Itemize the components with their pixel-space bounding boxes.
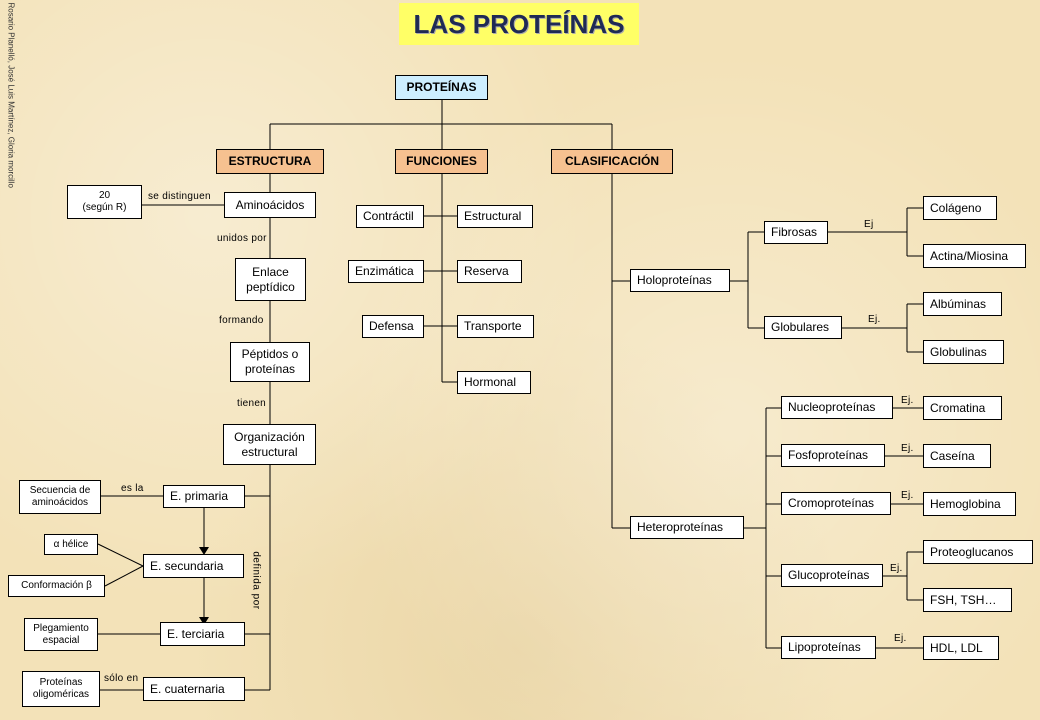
node-e-terciaria: E. terciaria xyxy=(160,622,245,646)
node-lipoproteinas: Lipoproteínas xyxy=(781,636,876,659)
node-enlace-peptidico: Enlace peptídico xyxy=(235,258,306,301)
label-es-la: es la xyxy=(121,483,144,494)
node-peptidos: Péptidos o proteínas xyxy=(230,342,310,382)
node-defensa: Defensa xyxy=(362,315,424,338)
node-hdl-ldl: HDL, LDL xyxy=(923,636,999,660)
node-secuencia: Secuencia de aminoácidos xyxy=(19,480,101,514)
node-proteoglucanos: Proteoglucanos xyxy=(923,540,1033,564)
node-organizacion: Organización estructural xyxy=(223,424,316,465)
node-cromatina: Cromatina xyxy=(923,396,1002,420)
node-funciones: FUNCIONES xyxy=(395,149,488,174)
node-heteroproteinas: Heteroproteínas xyxy=(630,516,744,539)
node-globulinas: Globulinas xyxy=(923,340,1004,364)
node-clasificacion: CLASIFICACIÓN xyxy=(551,149,673,174)
node-plegamiento: Plegamiento espacial xyxy=(24,618,98,651)
node-albuminas: Albúminas xyxy=(923,292,1002,316)
label-ej-globulares: Ej. xyxy=(868,314,881,325)
node-globulares: Globulares xyxy=(764,316,842,339)
node-e-secundaria: E. secundaria xyxy=(143,554,244,578)
label-unidos-por: unidos por xyxy=(217,233,267,244)
node-transporte: Transporte xyxy=(457,315,534,338)
node-contractil: Contráctil xyxy=(356,205,424,228)
label-ej-gluco: Ej. xyxy=(890,563,903,574)
node-hormonal: Hormonal xyxy=(457,371,531,394)
node-e-primaria: E. primaria xyxy=(163,485,245,508)
label-ej-cromo: Ej. xyxy=(901,490,914,501)
node-glucoproteinas: Glucoproteínas xyxy=(781,564,883,587)
node-oligomericas: Proteínas oligoméricas xyxy=(22,671,100,707)
label-solo-en: sólo en xyxy=(104,673,139,684)
node-nucleoproteinas: Nucleoproteínas xyxy=(781,396,893,419)
node-proteinas: PROTEÍNAS xyxy=(395,75,488,100)
node-holoproteinas: Holoproteínas xyxy=(630,269,730,292)
node-estructural: Estructural xyxy=(457,205,533,228)
node-enzimatica: Enzimática xyxy=(348,260,424,283)
label-se-distinguen: se distinguen xyxy=(148,191,211,202)
node-conformacion-beta: Conformación β xyxy=(8,575,105,597)
node-fosfoproteinas: Fosfoproteínas xyxy=(781,444,885,467)
label-ej-fibrosas: Ej xyxy=(864,219,874,230)
label-tienen: tienen xyxy=(237,398,267,409)
label-ej-lipo: Ej. xyxy=(894,633,907,644)
author-credit: Rosario Planelló, José Luis Martínez, Gl… xyxy=(6,2,16,188)
node-fibrosas: Fibrosas xyxy=(764,221,828,244)
node-actina-miosina: Actina/Miosina xyxy=(923,244,1026,268)
node-caseina: Caseína xyxy=(923,444,991,468)
label-ej-nucleo: Ej. xyxy=(901,395,914,406)
node-hemoglobina: Hemoglobina xyxy=(923,492,1016,516)
node-colageno: Colágeno xyxy=(923,196,997,220)
node-fsh-tsh: FSH, TSH… xyxy=(923,588,1012,612)
label-formando: formando xyxy=(219,315,264,326)
page-title: LAS PROTEÍNAS xyxy=(399,3,639,45)
node-20-segun-r: 20 (según R) xyxy=(67,185,142,219)
label-ej-fosfo: Ej. xyxy=(901,443,914,454)
node-reserva: Reserva xyxy=(457,260,522,283)
node-aminoacidos: Aminoácidos xyxy=(224,192,316,218)
node-e-cuaternaria: E. cuaternaria xyxy=(143,677,245,701)
label-definida-por: definida por xyxy=(250,551,262,610)
node-cromoproteinas: Cromoproteínas xyxy=(781,492,891,515)
node-alfa-helice: α hélice xyxy=(44,534,98,555)
node-estructura: ESTRUCTURA xyxy=(216,149,324,174)
